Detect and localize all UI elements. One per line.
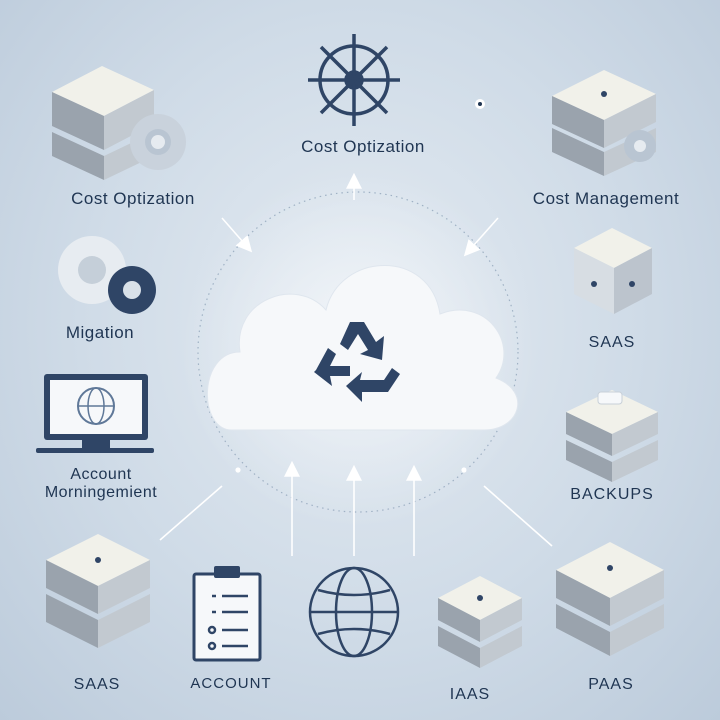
node-label-bottom-1: SAAS [73,676,121,693]
arrow-top-right [463,217,499,257]
ship-wheel-icon [308,34,400,126]
cube-icon [574,228,652,314]
server-stack-icon-backups [566,390,658,482]
server-gear-icon-top-left [52,66,186,180]
node-label-top-center: Cost Optization [301,137,425,156]
central-cloud [206,265,519,431]
dot-left [235,467,241,473]
server-stack-icon-bottom-saas [46,534,150,648]
server-stack-icon-paas [556,542,664,656]
server-gear-icon-top-right [552,70,656,176]
node-label-bottom-4: IAAS [449,686,491,703]
clipboard-icon [192,566,262,662]
dotted-ring [197,191,519,513]
node-label-right-2: BACKUPS [570,486,654,503]
monitor-globe-icon [36,374,154,453]
recycle-icon [314,322,400,402]
node-label-bottom-5: PAAS [588,676,634,693]
line-bottom-left [159,485,223,541]
node-label-top-left: Cost Optization [71,189,195,208]
node-label-bottom-2: ACCOUNT [190,675,272,692]
node-label-top-right: Cost Management [532,189,680,208]
node-label-left-monitor: Account Morningemient [44,466,158,501]
globe-icon [308,566,400,658]
gears-icon [58,236,156,314]
arrow-top-left [221,217,253,253]
node-label-mid-left: Migation [65,323,135,342]
server-stack-icon-iaas [438,576,522,668]
node-label-right-1: SAAS [588,334,636,351]
dot-right [461,467,467,473]
line-bottom-right [483,485,553,547]
